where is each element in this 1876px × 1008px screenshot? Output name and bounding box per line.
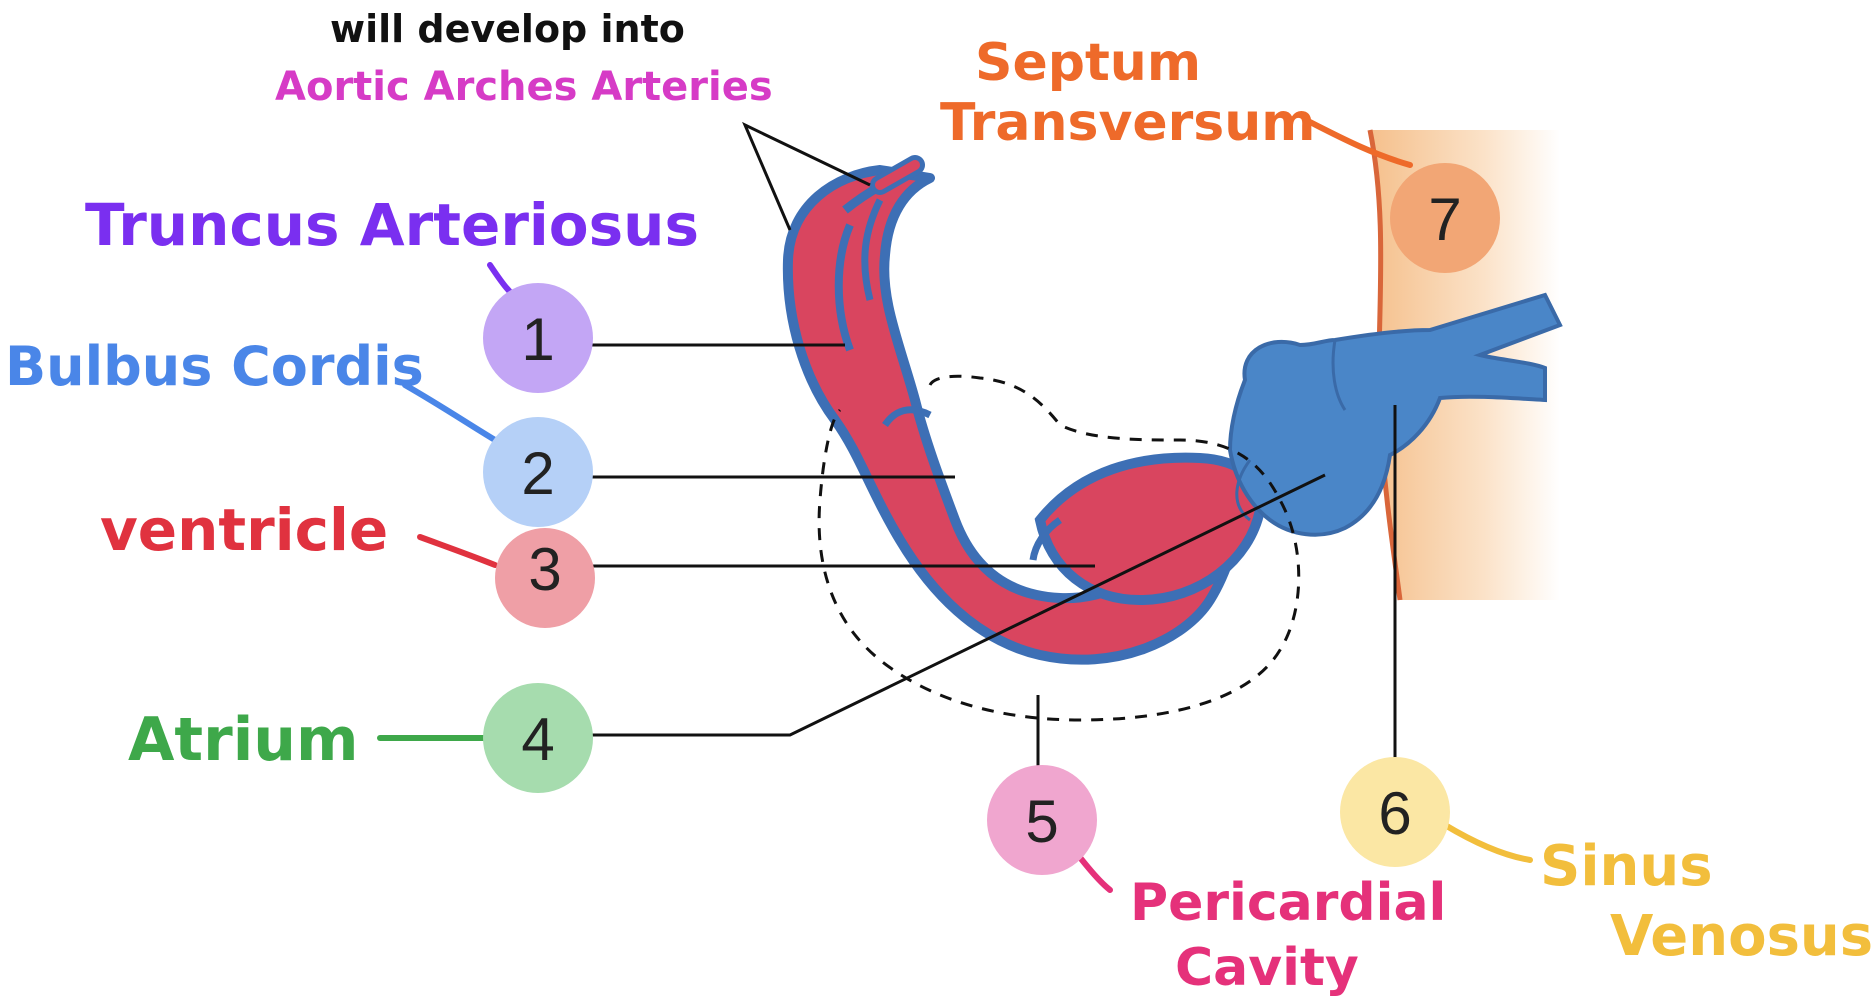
atrium-label: Atrium [128, 705, 359, 775]
marker-6-number: 6 [1378, 780, 1411, 847]
heart-tube [782, 155, 1266, 665]
marker-4-number: 4 [521, 706, 554, 773]
marker-5-number: 5 [1025, 788, 1058, 855]
marker-3-number: 3 [528, 536, 561, 603]
marker-1: 1 [483, 283, 593, 393]
marker-7: 7 [1390, 163, 1500, 273]
ventricle-label: ventricle [100, 496, 388, 564]
marker-5: 5 [987, 765, 1097, 875]
pericardial-cavity-outline [817, 374, 1301, 722]
pericardial-label-line-1: Pericardial [1130, 873, 1446, 933]
header-line-2: Aortic Arches Arteries [275, 64, 773, 110]
truncus-arteriosus-label: Truncus Arteriosus [85, 191, 699, 259]
marker-1-number: 1 [521, 306, 554, 373]
marker-6: 6 [1340, 757, 1450, 867]
header-line-1: will develop into [330, 7, 685, 51]
marker-2: 2 [483, 417, 593, 527]
marker-4: 4 [483, 683, 593, 793]
label-connectors [377, 119, 1533, 893]
marker-7-number: 7 [1428, 186, 1461, 253]
sinus-venosus-label-line-2: Venosus [1610, 904, 1873, 969]
septum-transversum-label-line-2: Transversum [940, 93, 1315, 153]
pericardial-label-line-2: Cavity [1175, 938, 1359, 998]
marker-3: 3 [495, 528, 595, 628]
septum-transversum-label-line-1: Septum [975, 33, 1201, 93]
sinus-venosus-label-line-1: Sinus [1540, 834, 1713, 899]
bulbus-cordis-label: Bulbus Cordis [5, 335, 424, 398]
marker-2-number: 2 [521, 440, 554, 507]
